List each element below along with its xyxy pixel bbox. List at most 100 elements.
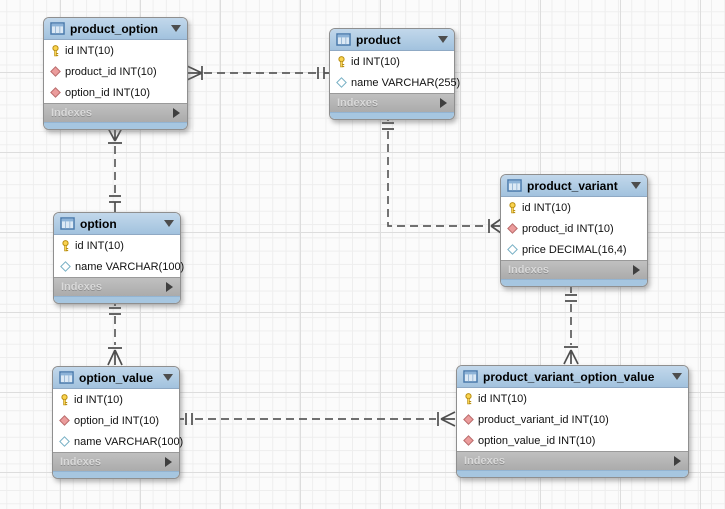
table-header[interactable]: option_value <box>53 367 179 389</box>
foreign-key-icon <box>463 414 474 425</box>
connector-option-option_value[interactable] <box>107 301 123 366</box>
column-label: name VARCHAR(255) <box>351 76 461 89</box>
column-label: id INT(10) <box>74 393 123 406</box>
triangle-down-icon[interactable] <box>672 373 682 380</box>
column-row[interactable]: id INT(10) <box>457 388 688 409</box>
column-row[interactable]: option_value_id INT(10) <box>457 430 688 451</box>
triangle-right-icon[interactable] <box>440 98 447 108</box>
indexes-bar[interactable]: Indexes <box>44 103 187 122</box>
table-icon <box>60 217 75 230</box>
indexes-label: Indexes <box>508 264 549 276</box>
column-row[interactable]: name VARCHAR(100) <box>54 256 184 277</box>
table-icon <box>50 22 65 35</box>
table-bottom-strip <box>53 471 179 478</box>
column-label: price DECIMAL(16,4) <box>522 243 627 256</box>
triangle-down-icon[interactable] <box>164 220 174 227</box>
column-row[interactable]: id INT(10) <box>53 389 179 410</box>
foreign-key-icon <box>507 223 518 234</box>
indexes-bar[interactable]: Indexes <box>501 260 647 279</box>
table-product_option[interactable]: product_option id INT(10) product_id INT… <box>43 17 188 130</box>
column-row[interactable]: id INT(10) <box>330 51 454 72</box>
triangle-right-icon[interactable] <box>166 282 173 292</box>
table-columns: id INT(10) name VARCHAR(100) <box>54 235 184 277</box>
indexes-label: Indexes <box>61 281 102 293</box>
column-row[interactable]: price DECIMAL(16,4) <box>501 239 647 260</box>
attribute-icon <box>60 261 71 272</box>
triangle-down-icon[interactable] <box>171 25 181 32</box>
column-row[interactable]: product_id INT(10) <box>44 61 187 82</box>
attribute-icon <box>336 77 347 88</box>
column-row[interactable]: id INT(10) <box>44 40 187 61</box>
indexes-label: Indexes <box>464 455 505 467</box>
column-row[interactable]: option_id INT(10) <box>44 82 187 103</box>
column-label: product_variant_id INT(10) <box>478 413 609 426</box>
primary-key-icon <box>338 55 345 67</box>
triangle-down-icon[interactable] <box>631 182 641 189</box>
column-row[interactable]: name VARCHAR(255) <box>330 72 460 93</box>
column-row[interactable]: product_id INT(10) <box>501 218 647 239</box>
indexes-bar[interactable]: Indexes <box>53 452 179 471</box>
triangle-right-icon[interactable] <box>173 108 180 118</box>
table-option[interactable]: option id INT(10) name VARCHAR(100) Inde… <box>53 212 184 304</box>
table-product_variant[interactable]: product_variant id INT(10) product_id IN… <box>500 174 648 287</box>
indexes-bar[interactable]: Indexes <box>330 93 454 112</box>
column-row[interactable]: product_variant_id INT(10) <box>457 409 688 430</box>
attribute-icon <box>59 436 70 447</box>
foreign-key-icon <box>50 87 61 98</box>
column-label: option_id INT(10) <box>65 86 150 99</box>
table-icon <box>336 33 351 46</box>
connector-product_option-option[interactable] <box>107 127 123 212</box>
column-row[interactable]: id INT(10) <box>501 197 647 218</box>
column-row[interactable]: id INT(10) <box>54 235 180 256</box>
table-header[interactable]: option <box>54 213 180 235</box>
table-header[interactable]: product <box>330 29 454 51</box>
attribute-icon <box>507 244 518 255</box>
table-icon <box>463 370 478 383</box>
table-title: option_value <box>79 370 154 385</box>
column-label: id INT(10) <box>75 239 124 252</box>
column-row[interactable]: option_id INT(10) <box>53 410 179 431</box>
table-columns: id INT(10) name VARCHAR(255) <box>330 51 460 93</box>
column-label: name VARCHAR(100) <box>74 435 184 448</box>
indexes-bar[interactable]: Indexes <box>54 277 180 296</box>
table-product[interactable]: product id INT(10) name VARCHAR(255) Ind… <box>329 28 460 120</box>
column-label: id INT(10) <box>522 201 571 214</box>
column-label: option_id INT(10) <box>74 414 159 427</box>
table-icon <box>507 179 522 192</box>
indexes-bar[interactable]: Indexes <box>457 451 688 470</box>
table-title: product_variant_option_value <box>483 369 655 384</box>
connector-option_value-pvov[interactable] <box>178 411 456 427</box>
triangle-right-icon[interactable] <box>633 265 640 275</box>
column-label: name VARCHAR(100) <box>75 260 185 273</box>
column-label: id INT(10) <box>351 55 400 68</box>
column-label: id INT(10) <box>478 392 527 405</box>
table-option_value[interactable]: option_value id INT(10) option_id INT(10… <box>52 366 183 479</box>
table-bottom-strip <box>501 279 647 286</box>
triangle-right-icon[interactable] <box>165 457 172 467</box>
triangle-down-icon[interactable] <box>438 36 448 43</box>
primary-key-icon <box>62 239 69 251</box>
table-product_variant_option_value[interactable]: product_variant_option_value id INT(10) … <box>456 365 689 478</box>
column-label: product_id INT(10) <box>522 222 614 235</box>
triangle-down-icon[interactable] <box>163 374 173 381</box>
foreign-key-icon <box>59 415 70 426</box>
table-bottom-strip <box>457 470 688 477</box>
table-header[interactable]: product_variant_option_value <box>457 366 688 388</box>
primary-key-icon <box>61 393 68 405</box>
triangle-right-icon[interactable] <box>674 456 681 466</box>
connector-product-product_variant[interactable] <box>382 117 502 234</box>
primary-key-icon <box>465 392 472 404</box>
connector-product_option-product[interactable] <box>186 65 330 81</box>
table-title: option <box>80 216 117 231</box>
table-header[interactable]: product_option <box>44 18 187 40</box>
column-row[interactable]: name VARCHAR(100) <box>53 431 183 452</box>
table-header[interactable]: product_variant <box>501 175 647 197</box>
table-bottom-strip <box>330 112 454 119</box>
column-label: product_id INT(10) <box>65 65 157 78</box>
table-title: product_variant <box>527 178 618 193</box>
foreign-key-icon <box>463 435 474 446</box>
connector-product_variant-pvov[interactable] <box>563 284 579 365</box>
table-bottom-strip <box>44 122 187 129</box>
foreign-key-icon <box>50 66 61 77</box>
